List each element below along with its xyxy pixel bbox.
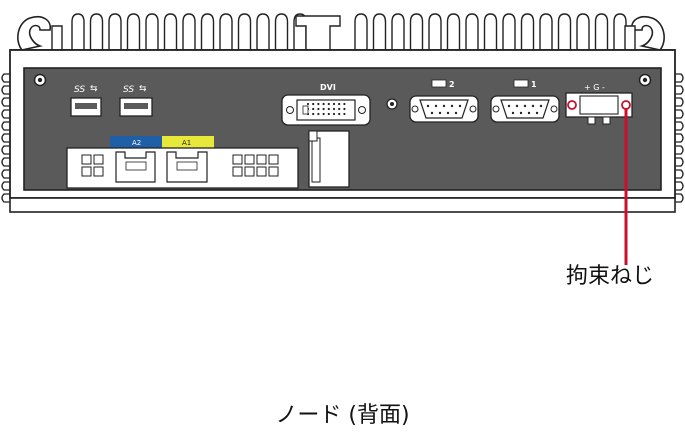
usb-port-left: SS ⇆	[70, 84, 102, 117]
serial-port-icon	[431, 79, 447, 88]
side-fin	[1, 145, 10, 155]
heatsink-fin	[557, 13, 572, 50]
side-fin	[1, 133, 10, 143]
usb-trident-icon: ⇆	[139, 84, 147, 94]
com-port-2: 2	[409, 79, 479, 123]
side-fin	[1, 157, 10, 167]
lan-a1-label: A1	[182, 139, 191, 147]
lan-a2-label: A2	[132, 139, 141, 147]
dvi-label: DVI	[320, 83, 336, 92]
com2-label: 2	[449, 80, 455, 89]
side-fin	[675, 97, 684, 107]
panel-screw-right	[638, 73, 652, 87]
heatsink-fin	[409, 13, 424, 50]
serial-port-icon	[513, 79, 529, 88]
usb-ss-logo-right: SS	[123, 85, 134, 95]
heatsink-fin	[465, 13, 479, 50]
heatsink-fin	[51, 25, 63, 50]
heatsink-fin	[372, 13, 387, 50]
heatsink-fin	[594, 13, 609, 50]
side-fin	[675, 133, 684, 143]
side-fin	[675, 85, 684, 95]
side-fin	[1, 169, 10, 179]
heatsink-fin	[483, 13, 498, 50]
lan-a2-tab	[110, 136, 162, 148]
side-fin	[1, 85, 10, 95]
heatsink-fin	[200, 13, 215, 50]
side-fin	[1, 181, 10, 191]
rj45-port-a1	[166, 151, 208, 183]
heatsink-fin	[219, 13, 233, 50]
side-fin	[675, 181, 684, 191]
audio-jack	[386, 98, 398, 110]
com1-label: 1	[531, 80, 537, 89]
captive-screw-right	[621, 100, 631, 110]
heatsink-fin	[182, 13, 196, 50]
heatsink-fin	[613, 13, 627, 50]
lan-block: A2 A1	[66, 136, 299, 189]
side-fin	[675, 157, 684, 167]
dvi-port: DVI	[281, 83, 371, 126]
heatsink-fin	[446, 13, 461, 50]
heatsink-fin	[520, 13, 535, 50]
panel-screw-left	[33, 73, 47, 87]
heatsink-fin	[576, 13, 590, 50]
side-fin	[1, 193, 10, 203]
heatsink-fin	[256, 13, 270, 50]
com-port-1: 1	[490, 79, 560, 123]
heatsink-fin	[274, 13, 289, 50]
lan-a1-tab	[162, 136, 214, 148]
power-polarity-label: + G -	[584, 83, 605, 92]
side-fin	[675, 193, 684, 203]
side-fin	[675, 73, 684, 83]
side-fin	[675, 145, 684, 155]
heatsink-fin	[145, 13, 159, 50]
fin-group	[51, 13, 636, 50]
heatsink-fin	[108, 13, 122, 50]
heatsink-fin	[89, 13, 104, 50]
top-heatsink-fins	[17, 15, 665, 51]
diagram-caption: ノード (背面)	[275, 403, 410, 428]
heatsink-fin	[354, 13, 368, 50]
usb-trident-icon: ⇆	[90, 84, 98, 94]
heatsink-fin	[428, 13, 442, 50]
heatsink-fin	[502, 13, 516, 50]
usb-port-right: SS ⇆	[119, 84, 153, 117]
heatsink-fin	[624, 25, 636, 50]
heatsink-fin	[237, 13, 252, 50]
side-fin	[675, 169, 684, 179]
heatsink-tab	[295, 15, 341, 50]
heatsink-fin	[71, 13, 85, 50]
power-terminal: + G -	[565, 83, 633, 125]
side-fin	[1, 97, 10, 107]
captive-screw-left	[567, 100, 577, 110]
base-plate	[9, 197, 676, 213]
side-fin	[1, 121, 10, 131]
side-fin	[675, 109, 684, 119]
heatsink-fin	[126, 13, 141, 50]
card-slot	[308, 130, 350, 188]
heatsink-fin	[539, 13, 553, 50]
captive-screw-callout: 拘束ねじ	[566, 264, 655, 289]
side-fins	[1, 73, 684, 203]
usb-ss-logo-left: SS	[74, 85, 85, 95]
rj45-port-a2	[115, 151, 156, 183]
heatsink-fin	[163, 13, 178, 50]
side-fin	[675, 121, 684, 131]
side-fin	[1, 109, 10, 119]
heatsink-fin	[391, 13, 405, 50]
side-fin	[1, 73, 10, 83]
